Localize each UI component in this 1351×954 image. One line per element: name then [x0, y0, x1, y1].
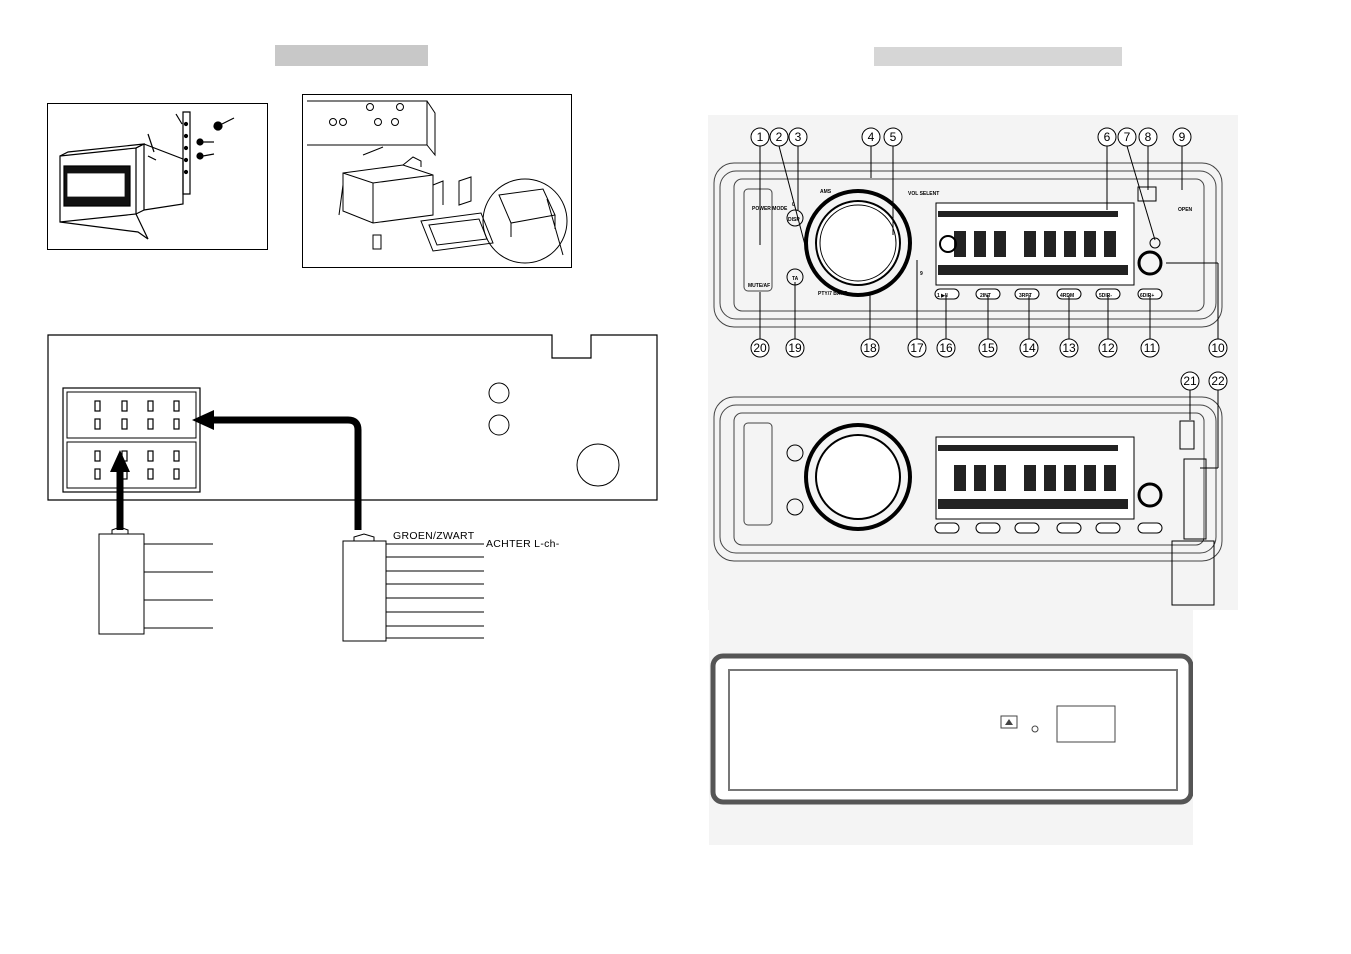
right-section-title-bar [874, 47, 1122, 66]
callout-9: 9 [1179, 130, 1186, 144]
exploded-mounting-drawing [307, 100, 568, 264]
callout-17: 17 [910, 341, 924, 355]
callout-18: 18 [863, 341, 877, 355]
callout-2: 2 [776, 130, 783, 144]
label-open: OPEN [1178, 207, 1193, 213]
callout-4: 4 [868, 130, 875, 144]
label-pty-band: PTY/7 BAND [818, 291, 848, 297]
label-disp: DISP [788, 217, 800, 223]
front-panel-figure: POWER MODE 0 DISP AMS VOL SELENT 8 9 MUT… [708, 115, 1238, 610]
callout-16: 16 [939, 341, 953, 355]
callout-7: 7 [1124, 130, 1131, 144]
label-vol-select: VOL SELENT [908, 191, 939, 197]
callout-5: 5 [890, 130, 897, 144]
preset-1: 1 ▶II [937, 293, 948, 299]
callout-3: 3 [795, 130, 802, 144]
label-ams: AMS [820, 189, 832, 195]
callout-20: 20 [753, 341, 767, 355]
radio-sleeve-drawing [59, 111, 235, 240]
wire-label-groen-zwart: GROEN/ZWART [393, 530, 475, 542]
label-ta: TA [792, 276, 799, 282]
plug-right-drawing [342, 533, 484, 642]
wire-label-achter: ACHTER L-ch- [486, 538, 560, 550]
rear-chassis-drawing [710, 653, 1194, 805]
label-zero: 0 [792, 202, 795, 208]
callout-12: 12 [1101, 341, 1115, 355]
preset-6: 6DIR+ [1140, 293, 1154, 299]
callout-11: 11 [1144, 341, 1157, 355]
callout-14: 14 [1022, 341, 1036, 355]
left-section-title-bar [275, 45, 428, 66]
installation-figure-exploded [302, 94, 572, 268]
callout-19: 19 [788, 341, 802, 355]
callout-22: 22 [1211, 374, 1225, 388]
callout-8: 8 [1145, 130, 1152, 144]
label-power-mode: POWER MODE [752, 206, 788, 212]
rear-chassis-figure [709, 608, 1194, 845]
iso-plug-left [98, 525, 218, 637]
iso-plug-right [342, 532, 487, 644]
front-panel-drawing: POWER MODE 0 DISP AMS VOL SELENT 8 9 MUT… [713, 162, 1223, 606]
installation-figure-sleeve [47, 103, 268, 250]
callout-15: 15 [981, 341, 995, 355]
callout-1: 1 [757, 130, 764, 144]
label-eight: 8 [804, 237, 807, 243]
callout-21: 21 [1183, 374, 1197, 388]
callout-13: 13 [1062, 341, 1076, 355]
preset-3: 3RPT [1019, 293, 1032, 299]
preset-4: 4RDM [1060, 293, 1074, 299]
preset-5: 5DIR- [1099, 293, 1112, 299]
preset-2: 2INT [980, 293, 991, 299]
label-nine: 9 [920, 271, 923, 277]
label-mute-af: MUTE/AF [748, 283, 770, 289]
callout-6: 6 [1104, 130, 1111, 144]
plug-left-drawing [98, 526, 213, 635]
callout-10: 10 [1211, 341, 1225, 355]
